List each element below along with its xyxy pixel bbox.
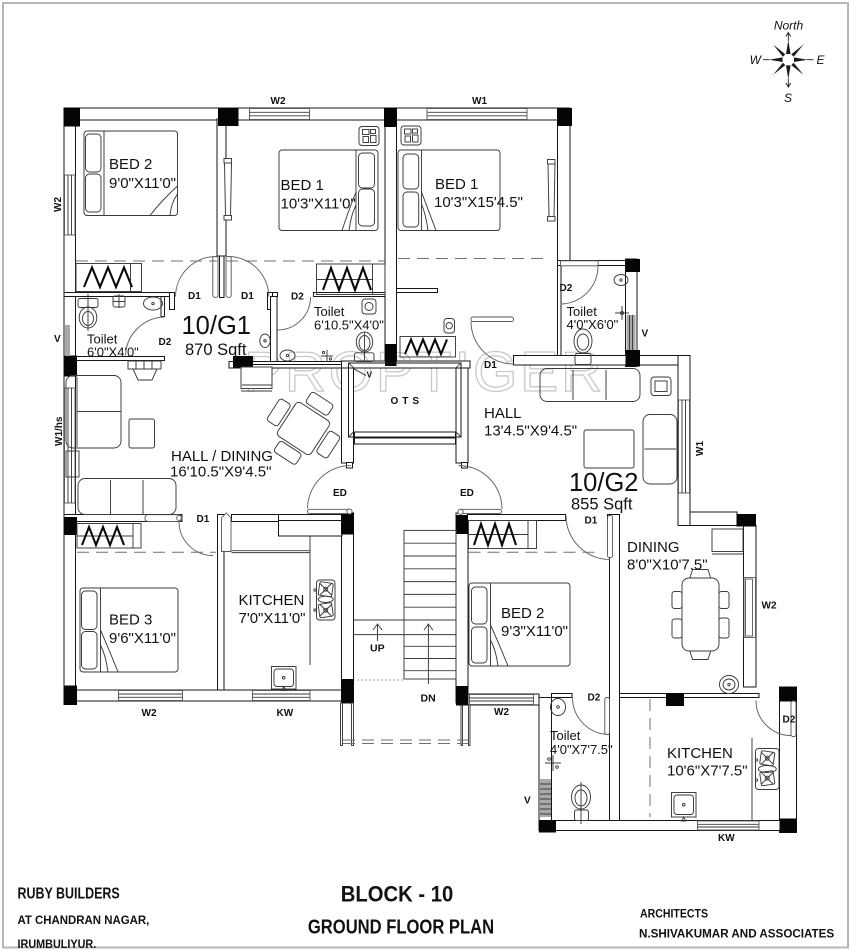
svg-text:North: North (774, 19, 804, 33)
svg-text:13'4.5"X9'4.5": 13'4.5"X9'4.5" (484, 423, 577, 440)
svg-text:W1: W1 (472, 96, 487, 107)
svg-text:D1: D1 (197, 514, 210, 525)
svg-text:GROUND FLOOR PLAN: GROUND FLOOR PLAN (308, 915, 494, 938)
svg-text:870 Sqft: 870 Sqft (185, 341, 247, 359)
svg-text:DINING: DINING (627, 539, 680, 556)
svg-text:W2: W2 (142, 708, 157, 719)
svg-text:10/G2: 10/G2 (569, 469, 638, 497)
svg-text:4'0"X7'7.5": 4'0"X7'7.5" (550, 742, 613, 757)
svg-text:RUBY BUILDERS: RUBY BUILDERS (18, 885, 120, 903)
svg-text:BED 3: BED 3 (109, 612, 152, 629)
svg-text:W2: W2 (271, 96, 286, 107)
svg-text:9'0"X11'0": 9'0"X11'0" (109, 175, 176, 192)
svg-text:BED 1: BED 1 (435, 176, 478, 193)
svg-text:V: V (524, 796, 531, 807)
svg-text:4'0"X6'0": 4'0"X6'0" (567, 317, 619, 332)
svg-text:W2: W2 (494, 707, 509, 718)
svg-text:V: V (54, 334, 61, 345)
svg-text:D1: D1 (188, 291, 201, 302)
svg-text:W: W (750, 53, 763, 67)
svg-text:9'6"X11'0": 9'6"X11'0" (109, 630, 176, 647)
svg-text:ED: ED (460, 488, 474, 499)
svg-text:8'0"X10'7.5": 8'0"X10'7.5" (627, 557, 708, 574)
svg-text:Toilet: Toilet (550, 728, 581, 743)
svg-text:HALL / DINING: HALL / DINING (171, 448, 273, 465)
svg-text:ED: ED (333, 488, 347, 499)
svg-text:W1: W1 (695, 441, 706, 456)
svg-text:D1: D1 (484, 360, 497, 371)
svg-text:855 Sqft: 855 Sqft (571, 496, 633, 514)
svg-text:AT CHANDRAN NAGAR,: AT CHANDRAN NAGAR, (18, 913, 150, 927)
svg-text:D2: D2 (291, 292, 304, 303)
svg-text:IRUMBULIYUR.: IRUMBULIYUR. (18, 938, 97, 951)
svg-text:D1: D1 (585, 516, 598, 527)
svg-text:D2: D2 (159, 337, 172, 348)
svg-text:Toilet: Toilet (314, 304, 345, 319)
svg-text:KITCHEN: KITCHEN (239, 592, 305, 609)
svg-text:KW: KW (718, 833, 735, 844)
svg-text:D2: D2 (560, 283, 573, 294)
svg-text:6'10.5"X4'0": 6'10.5"X4'0" (314, 318, 384, 333)
svg-text:D1: D1 (241, 291, 254, 302)
svg-text:DN: DN (421, 693, 436, 705)
svg-text:W1/hs: W1/hs (54, 416, 65, 446)
svg-text:6'0"X4'0": 6'0"X4'0" (87, 345, 139, 360)
svg-text:16'10.5"X9'4.5": 16'10.5"X9'4.5" (170, 464, 271, 481)
svg-text:OTS: OTS (391, 396, 424, 407)
svg-text:PROPTIGER: PROPTIGER (244, 340, 605, 404)
svg-text:E: E (817, 53, 826, 67)
svg-text:N.SHIVAKUMAR AND ASSOCIATES: N.SHIVAKUMAR AND ASSOCIATES (639, 926, 834, 940)
svg-text:BED 2: BED 2 (109, 156, 152, 173)
svg-text:D2: D2 (783, 715, 796, 726)
svg-text:10'6"X7'7.5": 10'6"X7'7.5" (667, 763, 748, 780)
svg-text:10'3"X11'0": 10'3"X11'0" (281, 196, 356, 213)
svg-text:S: S (784, 91, 792, 105)
svg-text:HALL: HALL (484, 405, 522, 422)
svg-text:V: V (367, 370, 373, 380)
svg-text:BED 1: BED 1 (281, 177, 324, 194)
svg-text:W2: W2 (53, 197, 64, 212)
svg-text:V: V (642, 329, 649, 340)
svg-text:W2: W2 (762, 601, 777, 612)
svg-text:BED 2: BED 2 (501, 605, 544, 622)
svg-text:10'3"X15'4.5": 10'3"X15'4.5" (434, 194, 523, 211)
svg-text:Toilet: Toilet (567, 304, 598, 319)
svg-text:KITCHEN: KITCHEN (667, 745, 733, 762)
svg-text:UP: UP (370, 643, 385, 655)
svg-text:10/G1: 10/G1 (182, 312, 251, 340)
svg-text:KW: KW (277, 708, 294, 719)
svg-text:BLOCK - 10: BLOCK - 10 (341, 883, 453, 907)
svg-text:7'0"X11'0": 7'0"X11'0" (239, 610, 306, 627)
svg-text:Toilet: Toilet (87, 332, 118, 347)
svg-text:ARCHITECTS: ARCHITECTS (640, 908, 708, 921)
svg-text:D2: D2 (588, 693, 601, 704)
svg-text:9'3"X11'0": 9'3"X11'0" (501, 623, 568, 640)
